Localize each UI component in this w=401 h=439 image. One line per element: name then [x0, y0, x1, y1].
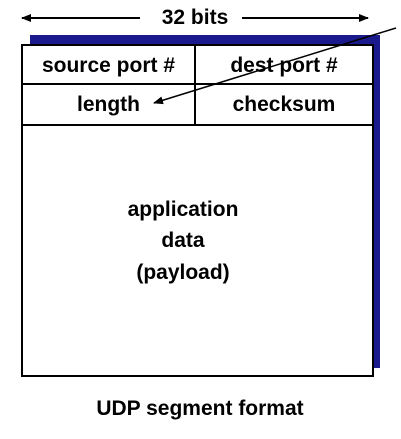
udp-segment-box — [21, 44, 374, 377]
checksum-field: checksum — [232, 93, 336, 116]
payload-line-1: application — [127, 198, 239, 221]
header-column-divider — [194, 44, 196, 126]
width-label: 32 bits — [161, 6, 229, 29]
source-port-field: source port # — [41, 54, 176, 77]
length-callout-arrow — [153, 27, 397, 105]
length-field: length — [77, 93, 140, 116]
payload-line-3: (payload) — [136, 261, 230, 284]
header-row-divider — [21, 83, 374, 85]
payload-line-2: data — [161, 229, 205, 252]
diagram-caption: UDP segment format — [96, 397, 304, 420]
header-payload-divider — [21, 124, 374, 126]
